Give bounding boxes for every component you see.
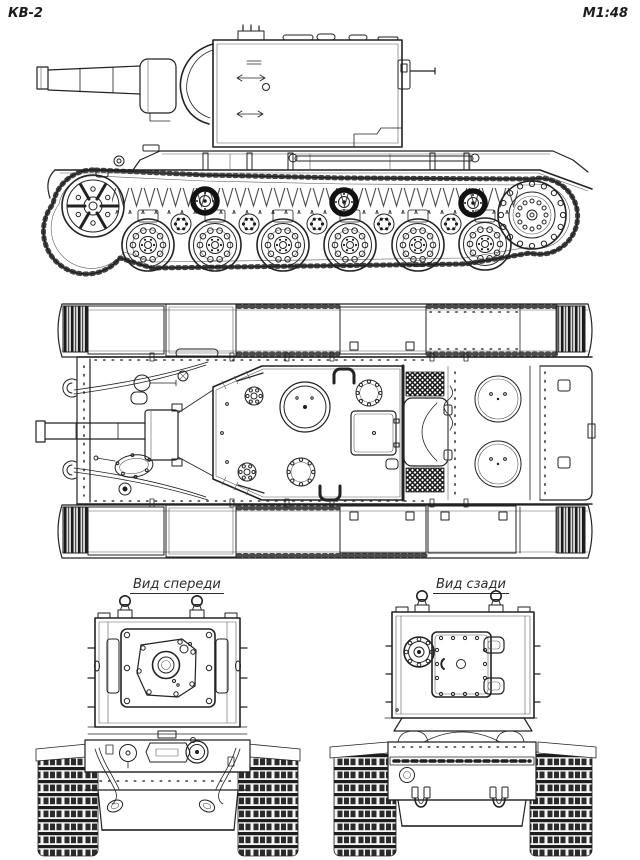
tow-cable: [73, 361, 209, 395]
vision-slit-mark: [236, 110, 264, 118]
grab-handle: [332, 367, 356, 385]
roof-port: [355, 379, 383, 407]
headlight: [185, 740, 209, 764]
top-view: [35, 303, 596, 559]
hatch-hinge: [483, 636, 505, 654]
gun-shield: [136, 638, 197, 698]
side-track-assembly: [41, 167, 581, 277]
side-hull: [47, 144, 593, 199]
top-fender-band-right: [57, 504, 593, 559]
idler-wheel: [60, 173, 126, 239]
top-gun: [35, 389, 214, 477]
rear-hull: [329, 730, 597, 827]
side-gun: [36, 43, 214, 125]
lifting-eye: [191, 594, 203, 611]
driver-viewport: [145, 742, 191, 763]
deck-round-cover: [474, 375, 522, 423]
road-wheel: [256, 218, 310, 272]
return-roller: [461, 191, 485, 215]
stowage-box: [339, 306, 427, 355]
intake-grille: [405, 467, 445, 493]
deck-round-cover: [474, 440, 522, 488]
front-view-caption: Вид спереди: [130, 577, 224, 594]
rear-mg-ball-mount: [403, 636, 435, 668]
hatch-hinge: [483, 677, 505, 695]
top-hull: [62, 352, 593, 508]
tow-hook: [62, 378, 77, 398]
road-wheel: [188, 218, 242, 272]
intake-grille: [405, 371, 445, 397]
periscope-port: [237, 462, 257, 482]
rear-view-caption: Вид сзади: [433, 577, 509, 594]
driver-oval-hatch: [114, 453, 154, 479]
road-wheel: [121, 218, 175, 272]
stowage-box: [339, 505, 427, 554]
engine-hatch: [403, 397, 449, 467]
rear-mg-mount: [397, 59, 411, 90]
side-view: [36, 24, 593, 277]
stowage-box: [427, 505, 517, 554]
top-engine-deck: [403, 365, 596, 501]
lifting-eye: [119, 594, 131, 611]
mantlet-cheek: [106, 638, 120, 694]
front-view: [35, 594, 301, 857]
grab-handle: [318, 484, 342, 502]
tow-cable: [215, 747, 241, 805]
top-turret: [212, 364, 405, 502]
rear-view: [329, 589, 597, 857]
roof-port: [286, 457, 316, 487]
tow-cable: [94, 747, 120, 805]
turret-rear-hatch: [431, 631, 492, 698]
drawing-scale-label: М1:48: [582, 6, 628, 21]
commander-hatch: [279, 381, 331, 433]
front-hull: [35, 726, 301, 831]
hatch-handle: [440, 658, 445, 670]
tow-cable: [73, 467, 209, 501]
mantlet-cheek: [215, 638, 229, 694]
top-fender-band-left: [57, 303, 593, 358]
front-turret: [87, 594, 248, 728]
rear-right-fender: [537, 741, 597, 759]
signal-horn: [119, 744, 137, 762]
drive-sprocket: [497, 180, 567, 250]
mantlet-block: [144, 409, 179, 461]
stowed-tow-cable: [294, 155, 474, 162]
mantlet-housing: [179, 43, 214, 125]
mantlet-plate: [120, 628, 216, 708]
gun-recuperator: [139, 58, 177, 114]
periscope-port: [244, 386, 264, 406]
muzzle: [36, 66, 49, 90]
vision-slit-mark: [236, 74, 266, 82]
gun-muzzle-front: [151, 650, 181, 680]
rear-mg-barrel: [409, 67, 436, 75]
rear-turret: [384, 589, 541, 732]
roof-hatch: [350, 410, 397, 456]
tow-hook: [62, 460, 77, 480]
track-guide-horns: [112, 188, 518, 214]
headlight: [113, 155, 125, 167]
return-roller: [332, 190, 356, 214]
rear-right-track: [529, 751, 593, 857]
return-roller: [193, 189, 217, 213]
rear-left-track: [333, 751, 397, 857]
side-turret: [212, 24, 436, 148]
lifting-eye: [415, 589, 429, 606]
tank-designation-label: КВ-2: [8, 6, 43, 21]
pistol-port: [262, 83, 270, 91]
